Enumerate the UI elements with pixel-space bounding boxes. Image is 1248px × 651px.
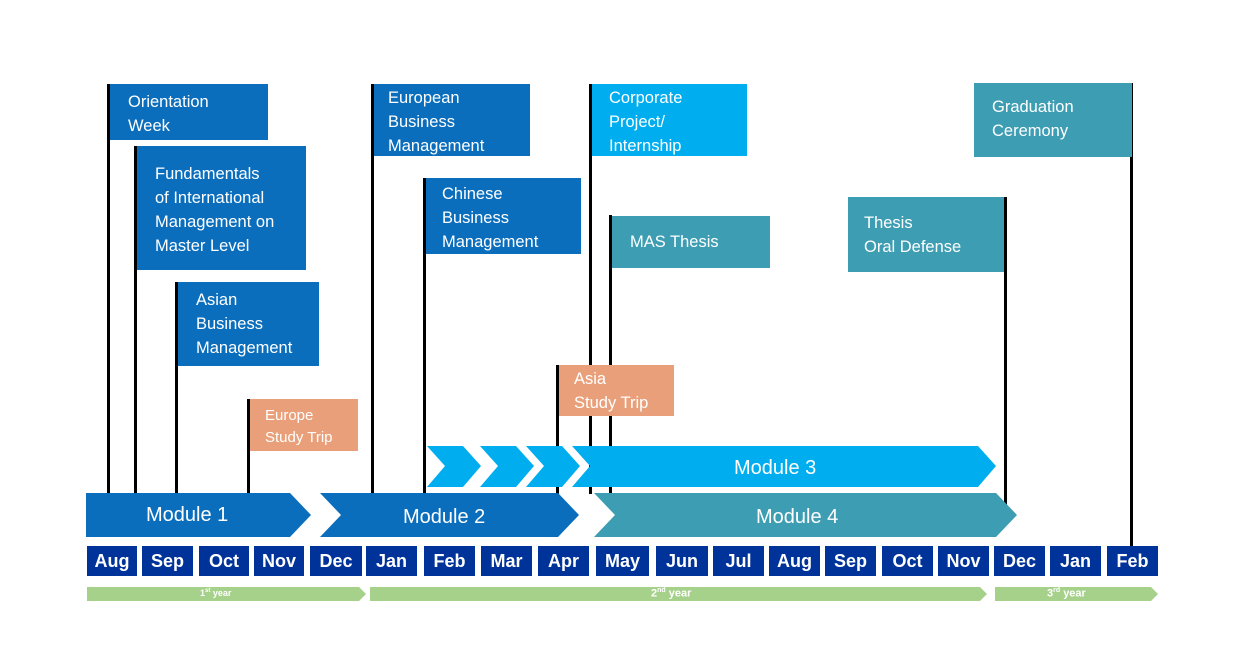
year-2-bar (370, 587, 987, 601)
month-3: Nov (254, 546, 304, 576)
pole-orientation-week (107, 84, 110, 494)
flag-orientation-week: Orientation Week (110, 84, 268, 140)
month-12: Aug (769, 546, 820, 576)
month-14: Oct (882, 546, 933, 576)
year-2-ordinal: 2 (651, 587, 658, 600)
month-10: Jun (656, 546, 708, 576)
month-11: Jul (713, 546, 764, 576)
month-4: Dec (310, 546, 362, 576)
flag-corporate-project-internship: Corporate Project/ Internship (592, 84, 747, 156)
month-17: Jan (1050, 546, 1101, 576)
flag-graduation-ceremony: Graduation Ceremony (974, 83, 1132, 157)
year-2-suffix: nd (657, 587, 666, 594)
module-3-arrow (572, 446, 996, 487)
flag-thesis-oral-defense: Thesis Oral Defense (848, 197, 1004, 272)
pole-corporate-project (589, 84, 592, 494)
flag-asia-study-trip: Asia Study Trip (559, 365, 674, 416)
flag-european-business-management: European Business Management (374, 84, 530, 156)
month-2: Oct (199, 546, 249, 576)
year-2-word: year (668, 587, 692, 600)
month-18: Feb (1107, 546, 1158, 576)
module-4-arrow (594, 493, 1017, 537)
module-1-arrow (86, 493, 311, 537)
module-2-arrow (320, 493, 579, 537)
year-1-ordinal: 1 (200, 588, 206, 598)
year-1-suffix: st (205, 588, 211, 594)
month-1: Sep (142, 546, 193, 576)
pole-asian-business (175, 282, 178, 494)
month-7: Mar (481, 546, 532, 576)
month-15: Nov (938, 546, 989, 576)
module-4-label: Module 4 (756, 506, 839, 528)
month-13: Sep (825, 546, 876, 576)
pole-fundamentals (134, 146, 137, 494)
module-3-chevron-2 (480, 446, 534, 487)
pole-europe-trip (247, 399, 250, 494)
flag-fundamentals: Fundamentals of International Management… (137, 146, 306, 270)
pole-graduation (1130, 83, 1133, 546)
month-8: Apr (538, 546, 589, 576)
flag-europe-study-trip: Europe Study Trip (250, 399, 358, 451)
pole-asia-trip (556, 365, 559, 494)
year-3-bar (995, 587, 1158, 601)
year-3-suffix: rd (1053, 587, 1061, 594)
year-1-word: year (212, 588, 232, 598)
module-1-label: Module 1 (146, 504, 229, 526)
module-3-chevron-1 (427, 446, 481, 487)
module-2-label: Module 2 (403, 506, 486, 528)
month-9: May (596, 546, 649, 576)
year-2-label: 2nd year (651, 587, 691, 600)
month-5: Jan (366, 546, 417, 576)
module-3-chevron-3 (526, 446, 580, 487)
pole-chinese-business (423, 178, 426, 494)
year-3-label: 3rd year (1047, 587, 1086, 600)
pole-oral-defense (1004, 197, 1007, 507)
month-0: Aug (87, 546, 137, 576)
year-1-bar (87, 587, 366, 601)
flag-mas-thesis: MAS Thesis (612, 216, 770, 268)
month-6: Feb (424, 546, 475, 576)
year-3-ordinal: 3 (1047, 587, 1054, 600)
pole-mas-thesis (609, 215, 612, 494)
flag-asian-business-management: Asian Business Management (178, 282, 319, 366)
month-16: Dec (994, 546, 1045, 576)
module-3-label: Module 3 (734, 457, 817, 479)
year-1-label: 1st year (200, 588, 231, 598)
pole-european-business (371, 84, 374, 494)
year-3-word: year (1063, 587, 1086, 600)
flag-chinese-business-management: Chinese Business Management (426, 178, 581, 254)
